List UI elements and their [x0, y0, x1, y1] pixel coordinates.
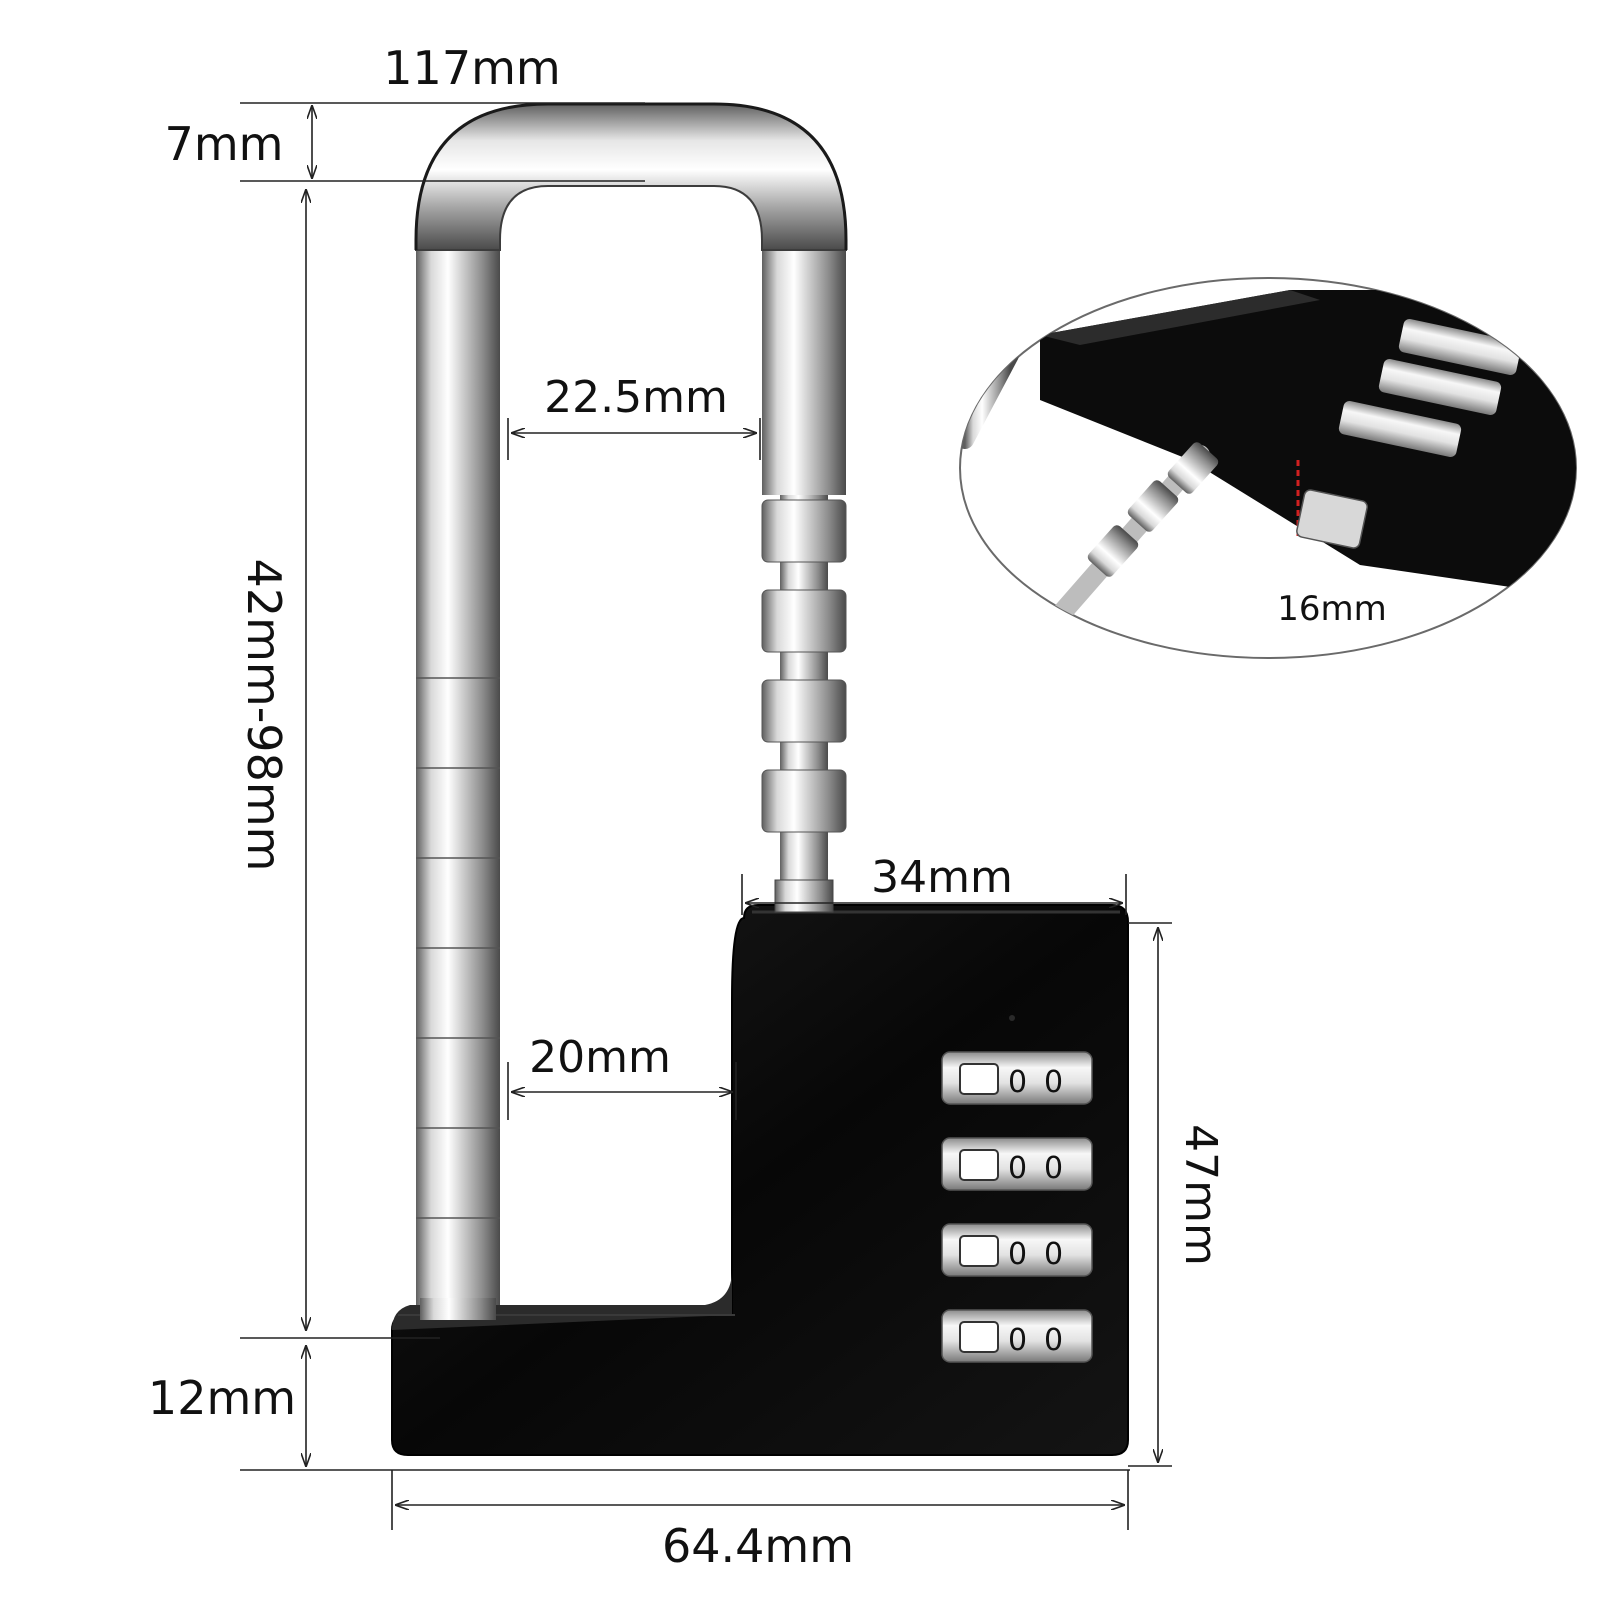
dial-4-digit: 0	[1008, 1323, 1027, 1358]
label-7mm: 7mm	[165, 117, 284, 171]
dial-1-digit-b: 0	[1044, 1065, 1063, 1100]
label-16mm: 16mm	[1277, 589, 1387, 629]
label-47mm: 47mm	[1175, 1124, 1226, 1266]
dial-2[interactable]: 0 0	[941, 1137, 1093, 1191]
inset-detail: 16mm	[959, 277, 1577, 659]
inset-notches	[1087, 442, 1219, 577]
shackle-left-segments	[416, 677, 500, 1219]
label-117mm: 117mm	[383, 41, 560, 95]
dial-1[interactable]: 0 0	[941, 1051, 1093, 1105]
label-34mm: 34mm	[871, 852, 1013, 903]
shackle	[414, 102, 848, 1315]
padlock: 0 0 0 0 0 0 0 0	[391, 102, 1129, 1456]
dial-3-digit-b: 0	[1044, 1237, 1063, 1272]
dial-4-digit-b: 0	[1044, 1323, 1063, 1358]
combination-dials: 0 0 0 0 0 0 0 0	[941, 1051, 1093, 1363]
label-shackle-height: 42mm-98mm	[237, 559, 291, 872]
dial-1-digit: 0	[1008, 1065, 1027, 1100]
label-22-5mm: 22.5mm	[544, 372, 728, 423]
dimension-labels: 117mm 7mm 42mm-98mm 22.5mm 20mm 34mm 47m…	[148, 41, 1226, 1573]
dial-4[interactable]: 0 0	[941, 1309, 1093, 1363]
shackle-notches	[761, 499, 847, 833]
dimension-lines	[240, 102, 1172, 1530]
label-12mm: 12mm	[148, 1371, 296, 1425]
dial-3[interactable]: 0 0	[941, 1223, 1093, 1277]
dial-3-digit: 0	[1008, 1237, 1027, 1272]
inset-dials	[1338, 319, 1522, 457]
label-20mm: 20mm	[529, 1032, 671, 1083]
dial-2-digit-b: 0	[1044, 1151, 1063, 1186]
label-64-4mm: 64.4mm	[662, 1519, 854, 1573]
dial-2-digit: 0	[1008, 1151, 1027, 1186]
